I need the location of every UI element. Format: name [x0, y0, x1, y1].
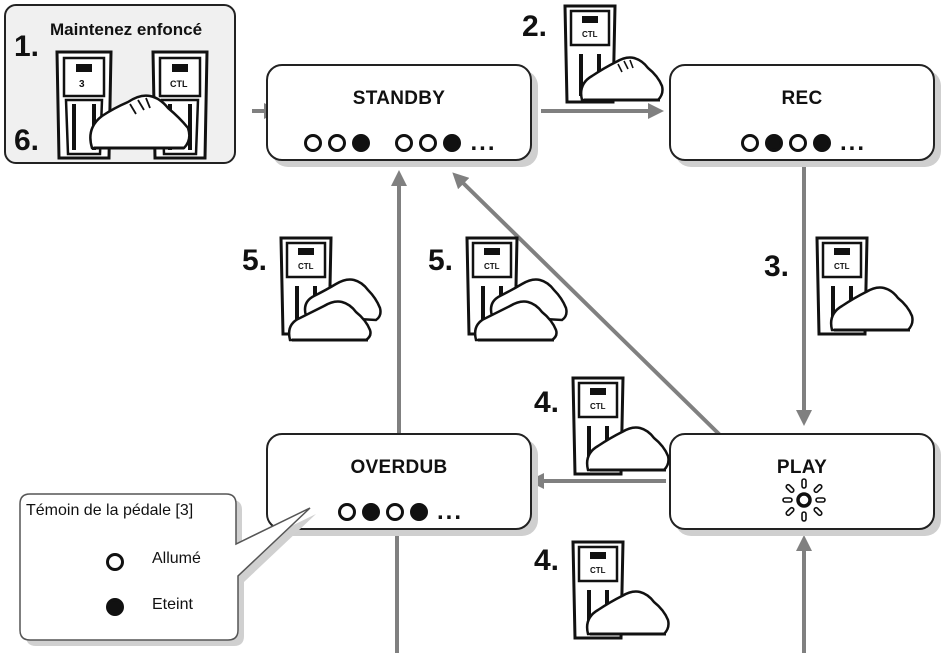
overdub-indicator: ...: [268, 498, 530, 526]
pedal-ctl-label: CTL: [590, 402, 606, 411]
standby-indicator: ...: [268, 129, 530, 157]
state-rec-title: REC: [781, 88, 823, 109]
step-4b-label: 4.: [534, 544, 560, 577]
pedal-ctl-label: CTL: [582, 30, 598, 39]
step-4b-group: 4. CTL: [530, 540, 680, 644]
shoe-icon: [585, 590, 670, 636]
legend-off-label: Eteint: [152, 596, 193, 613]
pedal-ctl-icon: [151, 50, 209, 160]
shoe-icon: [829, 286, 914, 332]
led-on-icon: [419, 134, 438, 152]
pedal-ctl-label: CTL: [590, 566, 606, 575]
pedal-ctl-label: CTL: [170, 79, 188, 89]
led-off-icon: [106, 598, 124, 616]
led-on-icon: [385, 503, 404, 521]
legend-on-label: Allumé: [152, 550, 201, 567]
step-2-label: 2.: [522, 10, 548, 43]
led-on-icon: [337, 503, 356, 521]
led-off-icon: [361, 503, 380, 521]
step-3-group: 3. CTL: [760, 236, 930, 340]
led-on-icon: [788, 134, 807, 152]
led-off-icon: [764, 134, 783, 152]
step-3-label: 3.: [764, 250, 790, 283]
pedal-3-label: 3: [79, 79, 85, 90]
led-on-icon: [740, 134, 759, 152]
step-5a-group: 5. CTL: [240, 236, 390, 346]
led-blinking-icon: [782, 478, 826, 522]
shoe-icon: [585, 426, 670, 472]
step-4a-label: 4.: [534, 386, 560, 419]
state-play-title: PLAY: [776, 457, 828, 478]
state-standby: STANDBY ...: [266, 64, 532, 161]
pedal-3-icon: [55, 50, 113, 160]
arrow-play-to-standby: [452, 172, 723, 438]
step-4a-group: 4. CTL: [530, 376, 680, 480]
step-2-group: 2. CTL: [518, 4, 668, 108]
step-6-label: 6.: [14, 124, 40, 157]
indicator-ellipsis: ...: [470, 129, 497, 156]
legend-callout-shape: [19, 493, 316, 646]
rec-indicator: ...: [671, 129, 933, 157]
step-1-label: 1.: [14, 30, 40, 63]
indicator-ellipsis: ...: [839, 129, 866, 156]
led-off-icon: [409, 503, 428, 521]
step-5b-label: 5.: [428, 244, 454, 277]
led-on-icon: [304, 134, 323, 152]
led-on-icon: [395, 134, 414, 152]
legend-title: Témoin de la pédale [3]: [26, 502, 194, 519]
double-shoe-icon: [473, 278, 568, 342]
double-shoe-icon: [287, 278, 382, 342]
pedal-ctl-label: CTL: [484, 262, 500, 271]
pedal-ctl-label: CTL: [834, 262, 850, 271]
led-on-icon: [328, 134, 347, 152]
indicator-ellipsis: ...: [436, 498, 463, 525]
led-off-icon: [443, 134, 462, 152]
pedal-ctl-label: CTL: [298, 262, 314, 271]
state-overdub-title: OVERDUB: [350, 457, 448, 478]
step-5b-group: 5. CTL: [426, 236, 576, 346]
shoe-icon: [89, 94, 191, 150]
hold-instruction-text: Maintenez enfoncé: [50, 20, 203, 39]
step-5a-label: 5.: [242, 244, 268, 277]
state-play: PLAY: [669, 433, 935, 530]
led-off-icon: [812, 134, 831, 152]
instruction-box: 1. Maintenez enfoncé 6. 3 CTL: [4, 4, 236, 164]
state-rec: REC ...: [669, 64, 935, 161]
shoe-icon: [579, 56, 664, 102]
state-standby-title: STANDBY: [352, 88, 446, 109]
state-overdub: OVERDUB ...: [266, 433, 532, 530]
led-off-icon: [352, 134, 371, 152]
led-on-icon: [106, 553, 124, 571]
